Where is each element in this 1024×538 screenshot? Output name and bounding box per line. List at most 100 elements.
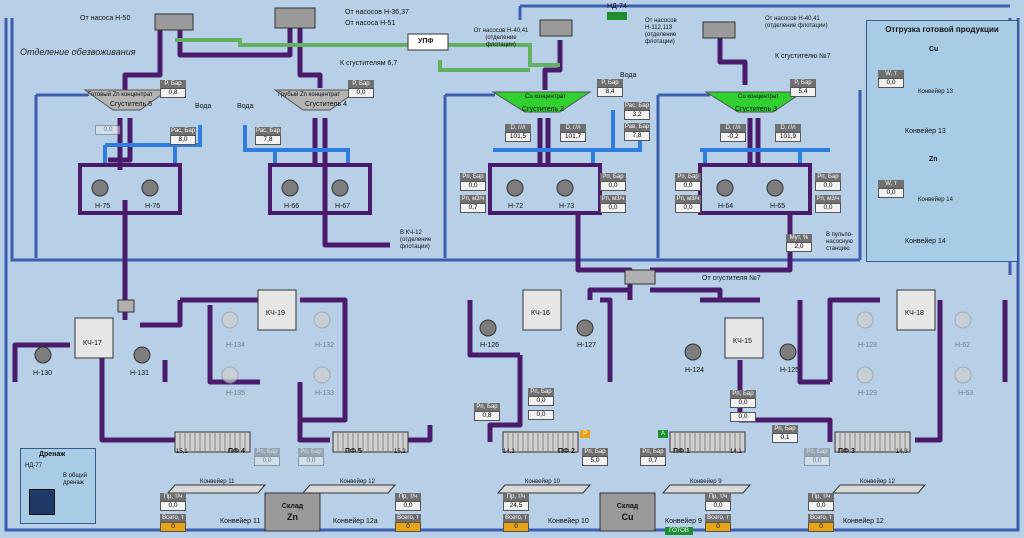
pump-n63[interactable]: Н-63 <box>958 390 974 397</box>
n65-pressure-value: 0,0 <box>815 181 841 191</box>
thickener2-density2-caption: D, г/л <box>560 124 586 132</box>
pump-n131[interactable]: Н-131 <box>130 370 150 377</box>
drain-pump-icon <box>29 489 55 515</box>
tank-kch19[interactable]: КЧ-19 <box>266 310 285 317</box>
pump-n73[interactable]: Н-73 <box>559 203 575 210</box>
pump-n64[interactable]: Н-64 <box>718 203 734 210</box>
filter-pf4-pressure-value: 0,0 <box>254 456 280 466</box>
drain-unit[interactable]: НД-77 <box>25 463 43 469</box>
label-from-n51: От насоса Н-51 <box>345 20 396 27</box>
pump-n124[interactable]: Н-124 <box>685 367 705 374</box>
thickener4-name[interactable]: Сгуститель 4 <box>305 101 348 108</box>
pump-n67[interactable]: Н-67 <box>335 203 351 210</box>
drain-destination: В общий дренаж <box>63 473 88 486</box>
conveyor11-total-value: 0 <box>160 522 186 532</box>
n65-flow-caption: Рп, м3/ч <box>815 195 841 203</box>
filter-pf2-left: 14,2 <box>503 449 515 455</box>
thickener5-water-label: Вода <box>195 103 212 110</box>
label-kch12: В КЧ-12 (отделение флотации) <box>400 230 432 250</box>
pump-n65[interactable]: Н-65 <box>770 203 786 210</box>
filter-pf1[interactable]: ПФ 1 <box>673 448 690 455</box>
pump-n128[interactable]: Н-128 <box>858 342 878 349</box>
conveyor12a-belt: Конвейер 12 <box>340 479 375 485</box>
pump-n126[interactable]: Н-126 <box>480 342 500 349</box>
mass-fraction-caption: Мут, % <box>786 234 812 242</box>
n72-pressure-value: 0,0 <box>460 181 486 191</box>
conveyor12a[interactable]: Конвейер 12а <box>333 518 378 525</box>
pump-n133[interactable]: Н-133 <box>315 390 335 397</box>
filter-pf4-pressure-caption: Рп, Бар <box>254 448 280 456</box>
filter-pf1-status: A <box>658 430 668 438</box>
thickener5-name[interactable]: Сгуститель 5 <box>110 101 153 108</box>
label-to-thick-7: К сгустителю №7 <box>775 53 831 60</box>
conveyor12-rate-caption: Пр, т/ч <box>808 493 834 501</box>
tank-kch15[interactable]: КЧ-15 <box>733 338 752 345</box>
pump-n127[interactable]: Н-127 <box>577 342 597 349</box>
thickener3-density1-value: -0,2 <box>720 132 746 142</box>
filter-pf2[interactable]: ПФ 2 <box>558 448 575 455</box>
conveyor9-rate-caption: Пр, т/ч <box>705 493 731 501</box>
shipment-zn-weight-value: 0,0 <box>878 188 904 198</box>
conveyor10[interactable]: Конвейер 10 <box>548 518 589 525</box>
pump-n76[interactable]: Н-76 <box>145 203 161 210</box>
thickener2-flow2-caption: Рав, Бар <box>624 123 650 131</box>
shipment-zn-bin[interactable]: Zn <box>929 156 938 163</box>
pump-n75[interactable]: Н-75 <box>95 203 111 210</box>
conveyor11-total-caption: Всего, т <box>160 514 186 522</box>
conveyor11[interactable]: Конвейер 11 <box>220 518 261 525</box>
filter-pressure4-caption: Рп, Бар <box>772 425 798 433</box>
label-from-n36-37: От насосов Н-36,37 <box>345 9 409 16</box>
filter-pressure3-value: 0,0 <box>730 398 756 408</box>
conveyor10-belt: Конвейер 10 <box>525 479 560 485</box>
pump-n130[interactable]: Н-130 <box>33 370 53 377</box>
pump-n72[interactable]: Н-72 <box>508 203 524 210</box>
label-to-thick-67: К сгустителям 6,7 <box>340 60 398 67</box>
thickener4-pressure-value: 0,0 <box>348 88 374 98</box>
filter-pressure1-caption: Рп, Бар <box>474 403 500 411</box>
thickener4-flow-value: 7,8 <box>255 135 281 145</box>
pump-n132[interactable]: Н-132 <box>315 342 335 349</box>
filter-pf4[interactable]: ПФ 4 <box>228 448 245 455</box>
shipment-conveyor13[interactable]: Конвейер 13 <box>905 128 946 135</box>
shipment-conveyor14[interactable]: Конвейер 14 <box>905 238 946 245</box>
pump-n134[interactable]: Н-134 <box>226 342 246 349</box>
filter-pressure3-caption: Рп, Бар <box>730 390 756 398</box>
pump-n125[interactable]: Н-125 <box>780 367 800 374</box>
tank-kch16[interactable]: КЧ-16 <box>531 310 550 317</box>
pump-n135[interactable]: Н-135 <box>226 390 246 397</box>
conveyor12-belt: Конвейер 12 <box>860 479 895 485</box>
filter-pf3-right: 14,3 <box>896 449 908 455</box>
tank-kch18[interactable]: КЧ-18 <box>905 310 924 317</box>
thickener4-product: Грубый Zn концентрат <box>278 92 341 98</box>
n65-flow-value: 0,0 <box>815 203 841 213</box>
thickener5-flow-value: 8,0 <box>170 135 196 145</box>
conveyor11-rate-value: 0,0 <box>160 501 186 511</box>
pump-n66[interactable]: Н-66 <box>284 203 300 210</box>
conveyor12[interactable]: Конвейер 12 <box>843 518 884 525</box>
thickener4-water-label: Вода <box>237 103 254 110</box>
thickener3-density1-caption: D, г/л <box>720 124 746 132</box>
pump-n129[interactable]: Н-129 <box>858 390 878 397</box>
store-cu-title[interactable]: Склад <box>616 503 639 510</box>
store-zn-title[interactable]: Склад <box>281 503 304 510</box>
conveyor9[interactable]: Конвейер 9 <box>665 518 702 525</box>
label-from-thick7: От сгустителя №7 <box>702 275 761 282</box>
thickener3-name[interactable]: Сгуститель 3 <box>735 106 778 113</box>
drain-title: Дренаж <box>39 451 66 458</box>
thickener2-name[interactable]: Сгуститель 2 <box>522 106 565 113</box>
shipment-cu-bin[interactable]: Cu <box>929 46 939 53</box>
pump-n62[interactable]: Н-62 <box>955 342 971 349</box>
filter-pf3[interactable]: ПФ 3 <box>838 448 855 455</box>
thickener2-flow2-value: 7,8 <box>624 131 650 141</box>
tank-kch17[interactable]: КЧ-17 <box>83 340 102 347</box>
conveyor10-rate-caption: Пр, т/ч <box>503 493 529 501</box>
shipment-panel: Отгрузка готовой продукции <box>866 20 1018 262</box>
thickener5-ghost-value: 0,0 <box>95 125 121 135</box>
thickener2-product: Cu концентрат <box>525 94 566 100</box>
filter-pf5[interactable]: ПФ 5 <box>345 448 362 455</box>
filter-pf5-pressure-value: 0,0 <box>298 456 324 466</box>
thickener3-density2-caption: D, г/л <box>775 124 801 132</box>
shipment-title: Отгрузка готовой продукции <box>885 25 999 34</box>
filter-pf2-status: P <box>580 430 590 438</box>
truck-cu-icon <box>958 114 994 128</box>
